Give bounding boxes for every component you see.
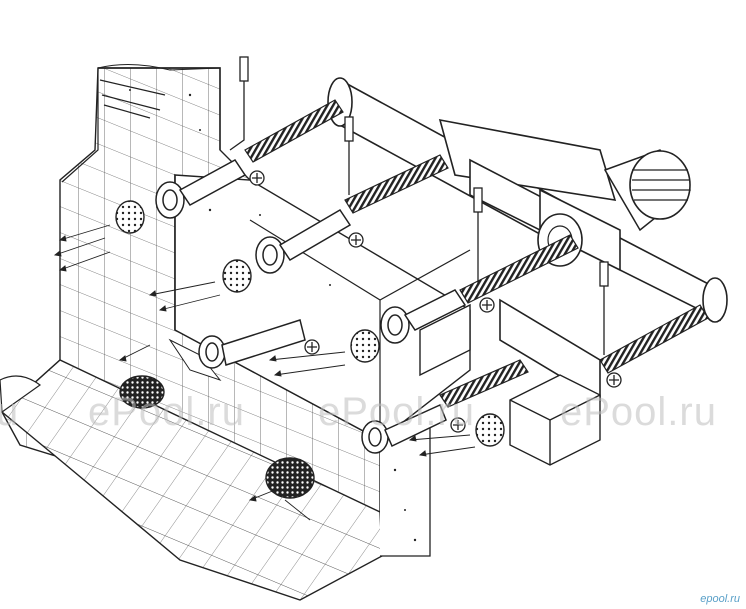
thermometer-icon [229,56,609,355]
flex-hoses [244,99,709,408]
pool-floor [0,359,383,601]
brand-logo[interactable]: epool.ru [700,593,740,605]
valve-icon [249,170,622,433]
drain-grate-icon [119,375,315,499]
watermark-right: ePool.ru [560,390,717,434]
watermark-mid: ePool.ru [318,390,475,434]
watermark-left: ePool.ru [88,390,245,434]
junction-boxes [419,303,601,466]
main-pipe-network [327,77,728,402]
wall-fittings [155,159,467,454]
nozzle-icon [115,200,505,447]
flow-arrow-icon [53,224,476,521]
watermark-edge: u [0,390,20,434]
motor-icon [629,150,691,220]
